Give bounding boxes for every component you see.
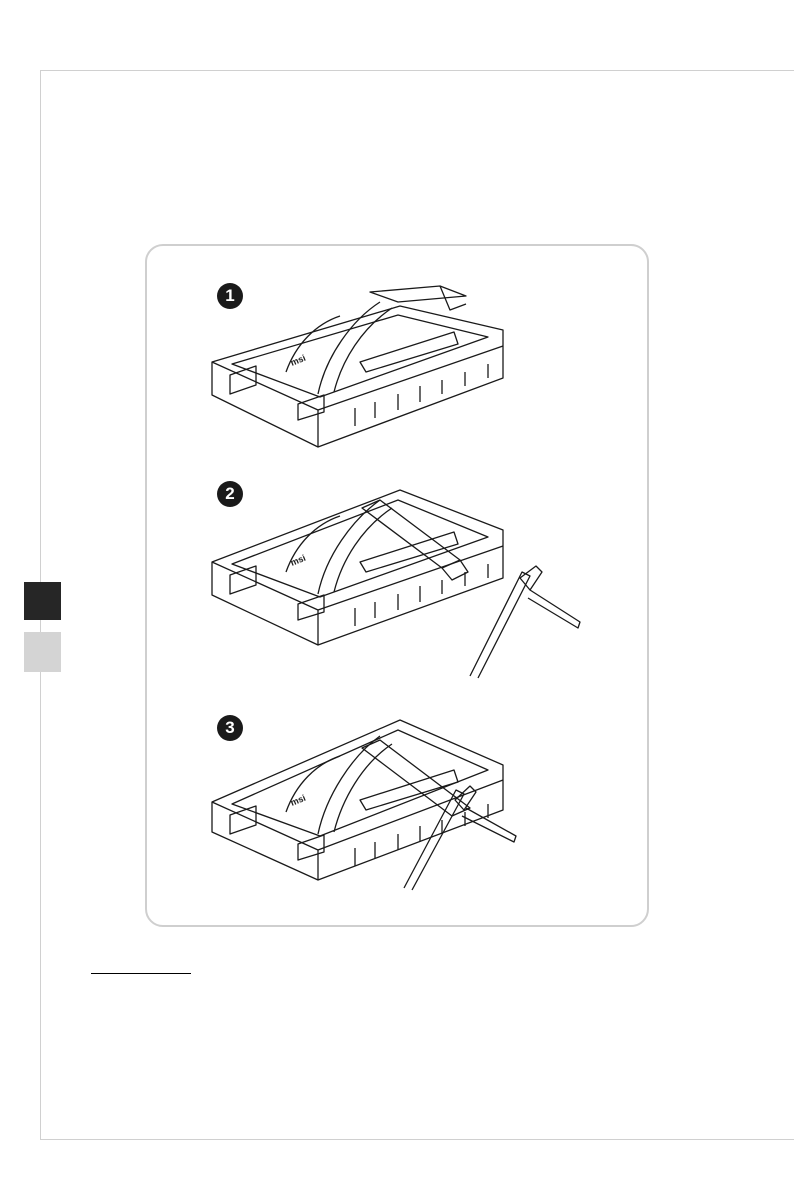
chapter-tab-active [24, 582, 61, 620]
chapter-tab-inactive [24, 632, 61, 672]
assembly-figure-panel [145, 244, 649, 927]
note-heading-underline [91, 973, 191, 974]
step-2-badge: 2 [217, 481, 243, 507]
step-3-badge: 3 [217, 715, 243, 741]
step-1-badge: 1 [217, 283, 243, 309]
